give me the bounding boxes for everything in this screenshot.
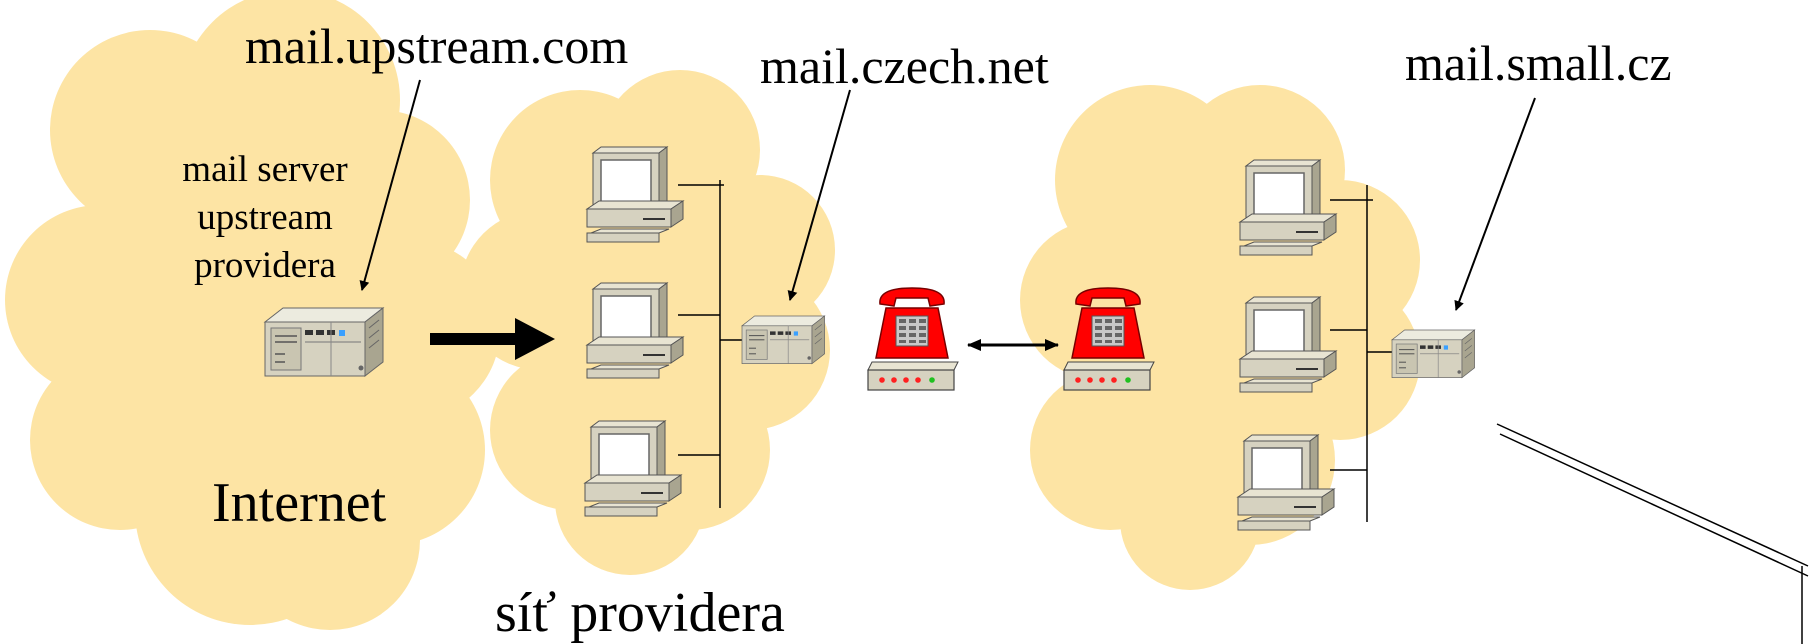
provider-network-label: síť providera — [495, 582, 785, 644]
upstream-desc-line-2: upstream — [197, 197, 333, 238]
label-pointers — [359, 79, 1536, 311]
provider-lan-bus — [678, 180, 742, 508]
upstream-host-label: mail.upstream.com — [245, 18, 629, 74]
internet-cloud — [5, 0, 500, 630]
small-mail-server-icon — [1391, 329, 1476, 379]
czech-mail-server-icon — [741, 315, 826, 365]
czech-host-label: mail.czech.net — [760, 38, 1049, 94]
small-cz-lan-bus — [1330, 185, 1392, 522]
upstream-desc-line-3: providera — [194, 245, 336, 286]
upstream-desc-line-1: mail server — [182, 149, 348, 190]
outgoing-connection-line — [1496, 423, 1809, 644]
upstream-mail-server-icon — [264, 307, 384, 377]
telephone-modem-icon — [867, 287, 959, 391]
arrow-right-icon — [430, 318, 555, 360]
small-host-label: mail.small.cz — [1405, 35, 1672, 91]
internet-label: Internet — [212, 472, 387, 534]
